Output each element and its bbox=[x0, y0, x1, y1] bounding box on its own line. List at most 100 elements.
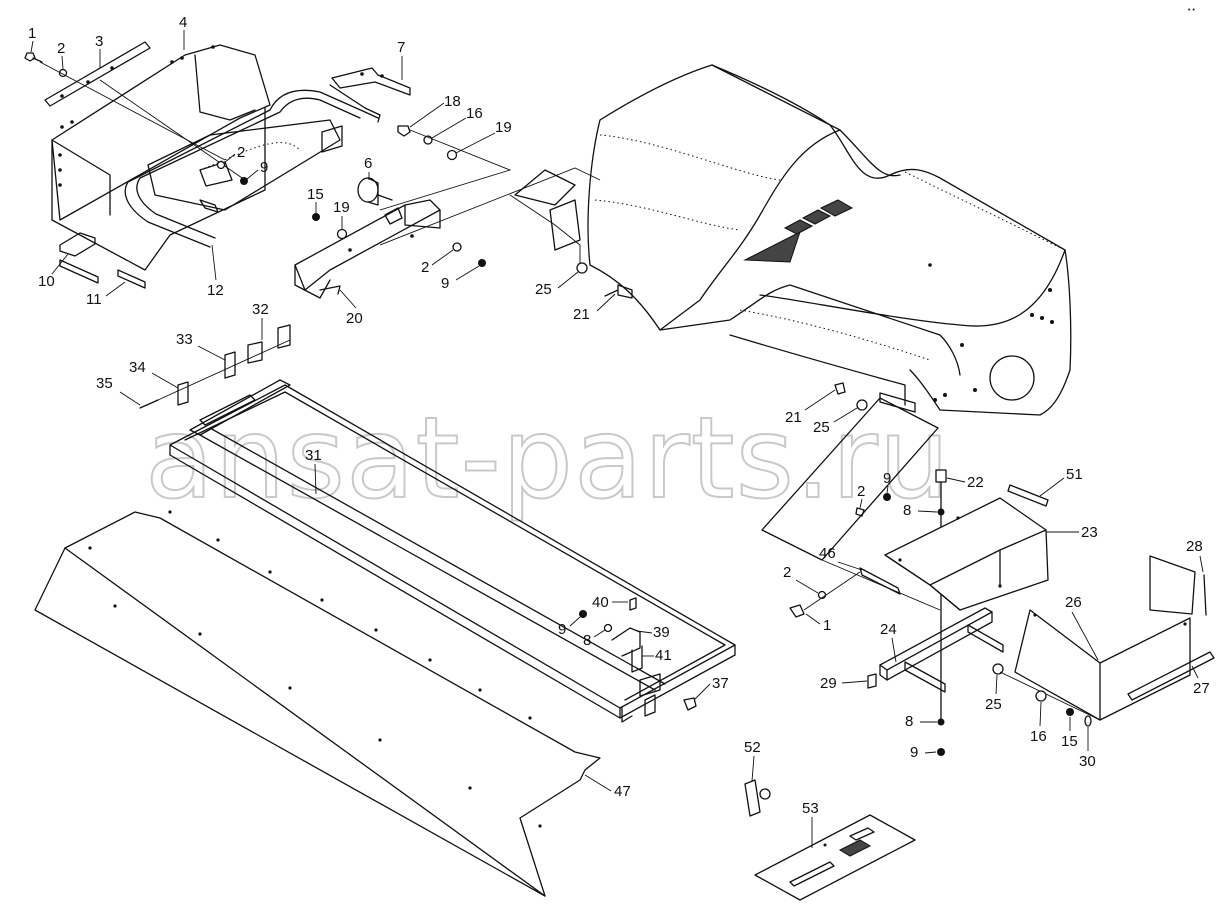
callout-25: 25 bbox=[535, 281, 552, 298]
part-26-cover bbox=[1014, 609, 1191, 721]
part-34-plate bbox=[177, 381, 189, 406]
watermark-text: ansat-parts.ru bbox=[145, 394, 951, 524]
part-53-decal-plate bbox=[754, 814, 916, 901]
callout-3: 3 bbox=[95, 33, 103, 50]
part-19-washer bbox=[446, 149, 458, 161]
callout-46: 46 bbox=[819, 545, 836, 562]
part-24-frame bbox=[879, 607, 1004, 693]
callout-33: 33 bbox=[176, 331, 193, 348]
part-35-bolt bbox=[139, 399, 159, 409]
callout-18: 18 bbox=[444, 93, 461, 110]
callout-21b: 21 bbox=[785, 409, 802, 426]
part-12-handle-frame bbox=[124, 84, 381, 248]
callout-9e: 9 bbox=[910, 744, 918, 761]
part-47-panel bbox=[34, 510, 601, 897]
callout-53: 53 bbox=[802, 800, 819, 817]
callout-40: 40 bbox=[592, 594, 609, 611]
part-9-nut-c bbox=[883, 493, 891, 501]
part-6-mount bbox=[357, 177, 393, 206]
callout-2e: 2 bbox=[783, 564, 791, 581]
callout-41: 41 bbox=[655, 647, 672, 664]
part-9-nut-d bbox=[579, 610, 587, 618]
part-51-strip bbox=[1007, 484, 1049, 507]
callout-9d: 9 bbox=[558, 621, 566, 638]
callout-6: 6 bbox=[364, 155, 372, 172]
callout-31: 31 bbox=[305, 447, 322, 464]
callout-15: 15 bbox=[307, 186, 324, 203]
part-15-nut bbox=[312, 213, 320, 221]
callout-8c: 8 bbox=[905, 713, 913, 730]
callout-9: 9 bbox=[260, 159, 268, 176]
part-39-bracket bbox=[611, 627, 641, 657]
callout-10: 10 bbox=[38, 273, 55, 290]
callout-16: 16 bbox=[466, 105, 483, 122]
callout-20: 20 bbox=[346, 310, 363, 327]
base-plate bbox=[761, 397, 939, 561]
part-9-nut-e bbox=[937, 748, 945, 756]
part-46-bar bbox=[859, 567, 901, 595]
callout-51: 51 bbox=[1066, 466, 1083, 483]
callout-11: 11 bbox=[86, 291, 102, 308]
part-8-washer-c bbox=[937, 718, 945, 726]
callout-34: 34 bbox=[129, 359, 146, 376]
callout-21: 21 bbox=[573, 306, 590, 323]
part-18-bolt bbox=[397, 125, 411, 137]
part-29-clip bbox=[867, 673, 877, 689]
part-30-pin bbox=[1084, 715, 1092, 727]
part-2-washer-b bbox=[452, 242, 462, 252]
callout-labels: 1 2 3 4 7 18 16 19 2 9 6 15 19 2 9 10 11… bbox=[28, 14, 1210, 848]
part-41-plate bbox=[631, 645, 643, 673]
callout-8: 8 bbox=[903, 502, 911, 519]
callout-4: 4 bbox=[179, 14, 187, 31]
callout-1b: 1 bbox=[823, 617, 831, 634]
part-25-spacer bbox=[576, 262, 588, 274]
callout-37: 37 bbox=[712, 675, 729, 692]
part-28-sheet bbox=[1149, 555, 1207, 616]
part-7-bracket bbox=[331, 67, 411, 96]
callout-47: 47 bbox=[614, 783, 631, 800]
part-4-housing bbox=[51, 44, 271, 271]
part-2-washer-a bbox=[216, 160, 226, 170]
part-9-nut-a bbox=[240, 177, 248, 185]
part-16-washer-b bbox=[1035, 690, 1047, 702]
part-8-washer-a bbox=[937, 508, 945, 516]
callout-1: 1 bbox=[28, 25, 36, 42]
callout-2: 2 bbox=[57, 40, 65, 57]
callout-28: 28 bbox=[1186, 538, 1203, 555]
part-21-bolt-b bbox=[834, 382, 846, 395]
part-2-washer-d bbox=[855, 507, 865, 517]
machine-body bbox=[514, 64, 1072, 416]
callout-9b: 9 bbox=[441, 275, 449, 292]
part-20-bracket bbox=[294, 199, 441, 299]
part-27-strip bbox=[1127, 651, 1215, 701]
callout-25c: 25 bbox=[985, 696, 1002, 713]
callout-35: 35 bbox=[96, 375, 113, 392]
part-33-plate bbox=[224, 351, 236, 379]
callout-19b: 19 bbox=[333, 199, 350, 216]
callout-12: 12 bbox=[207, 282, 224, 299]
part-15-nut-b bbox=[1066, 708, 1074, 716]
part-52-latch bbox=[744, 779, 771, 817]
callout-26: 26 bbox=[1065, 594, 1082, 611]
part-8-washer-b bbox=[603, 623, 613, 633]
callout-2c: 2 bbox=[421, 259, 429, 276]
callout-7: 7 bbox=[397, 39, 405, 56]
callout-15b: 15 bbox=[1061, 733, 1078, 750]
part-32-clamp bbox=[247, 324, 291, 364]
part-21-pin bbox=[604, 284, 633, 299]
part-31-frame bbox=[169, 379, 736, 723]
part-37-bolt bbox=[683, 697, 697, 711]
callout-27: 27 bbox=[1193, 680, 1210, 697]
warning-arrow-icon bbox=[743, 231, 801, 263]
callout-22: 22 bbox=[967, 474, 984, 491]
part-9-nut-b bbox=[478, 259, 486, 267]
callout-32: 32 bbox=[252, 301, 269, 318]
svg-text:• •: • • bbox=[1188, 7, 1195, 14]
part-3-strap bbox=[44, 41, 151, 107]
callout-25b: 25 bbox=[813, 419, 830, 436]
callout-8b: 8 bbox=[583, 632, 591, 649]
callout-39: 39 bbox=[653, 624, 670, 641]
callout-2b: 2 bbox=[237, 144, 245, 161]
